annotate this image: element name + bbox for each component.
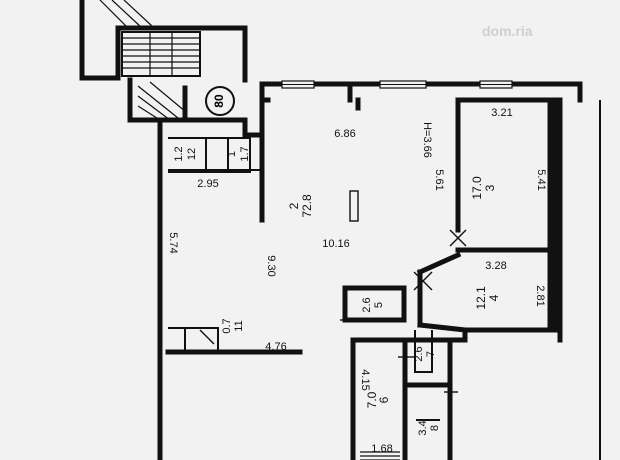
svg-text:3.4: 3.4: [417, 420, 429, 435]
svg-text:2.6: 2.6: [413, 346, 425, 361]
ceiling-height-label: H=3.66: [421, 122, 433, 158]
bottom-stairs: [360, 451, 400, 460]
dim-2-95: 2.95: [197, 178, 218, 190]
dim-9-30: 9.30: [265, 255, 277, 276]
svg-text:3: 3: [483, 184, 497, 191]
dim-4-15: 4.15: [359, 369, 371, 390]
dim-5-74: 5.74: [167, 232, 179, 253]
room-11-label: 11 0.7: [221, 318, 245, 333]
svg-text:1.7: 1.7: [239, 146, 251, 161]
svg-text:12: 12: [186, 148, 198, 160]
dim-1-68: 1.68: [371, 443, 392, 455]
svg-text:8: 8: [429, 425, 441, 431]
svg-text:7.0: 7.0: [365, 391, 379, 408]
svg-text:4: 4: [487, 294, 501, 301]
room-1-label: 1 1.7: [226, 146, 251, 161]
doors: [199, 229, 467, 393]
svg-text:6: 6: [377, 396, 391, 403]
svg-text:1.2: 1.2: [173, 146, 185, 161]
dimension-labels: 6.86 2.95 10.16 9.30 5.74 5.61 3.21 5.41…: [167, 107, 547, 455]
interior-walls: [168, 81, 601, 460]
room-labels: 1 1.7 12 1.2 2 72.8 3 17.0 4 12.1 5 2.6 …: [173, 146, 501, 435]
dim-5-41: 5.41: [535, 169, 547, 190]
dim-6-86: 6.86: [334, 128, 355, 140]
watermark: dom.ria: [482, 23, 533, 39]
room-7-label: 7 2.6: [413, 346, 437, 361]
svg-text:1: 1: [226, 151, 238, 157]
svg-text:12.1: 12.1: [474, 286, 488, 310]
room-3-label: 3 17.0: [470, 176, 497, 200]
svg-text:72.8: 72.8: [300, 194, 314, 218]
room-12-label: 12 1.2: [173, 146, 198, 161]
room-8-label: 8 3.4: [417, 420, 441, 435]
windows: [281, 80, 513, 89]
svg-text:0.7: 0.7: [221, 318, 233, 333]
svg-text:80: 80: [212, 94, 226, 108]
svg-text:17.0: 17.0: [470, 176, 484, 200]
svg-text:7: 7: [425, 351, 437, 357]
room-6-label: 6 7.0: [365, 391, 391, 408]
svg-text:11: 11: [233, 320, 245, 331]
dim-10-16: 10.16: [322, 238, 350, 250]
table-symbol: [349, 190, 359, 222]
dim-4-76: 4.76: [265, 341, 286, 353]
room-2-label: 2 72.8: [287, 194, 314, 218]
apartment-marker: 80: [205, 86, 235, 116]
dim-5-61: 5.61: [433, 169, 445, 190]
svg-text:2: 2: [287, 202, 301, 209]
svg-text:2.6: 2.6: [361, 297, 373, 312]
dim-2-81: 2.81: [534, 285, 546, 306]
dim-3-28: 3.28: [485, 260, 506, 272]
svg-text:5: 5: [373, 302, 385, 308]
room-5-label: 5 2.6: [361, 297, 385, 312]
dim-3-21: 3.21: [491, 107, 512, 119]
outer-walls: [157, 81, 583, 460]
room-4-label: 4 12.1: [474, 286, 501, 310]
